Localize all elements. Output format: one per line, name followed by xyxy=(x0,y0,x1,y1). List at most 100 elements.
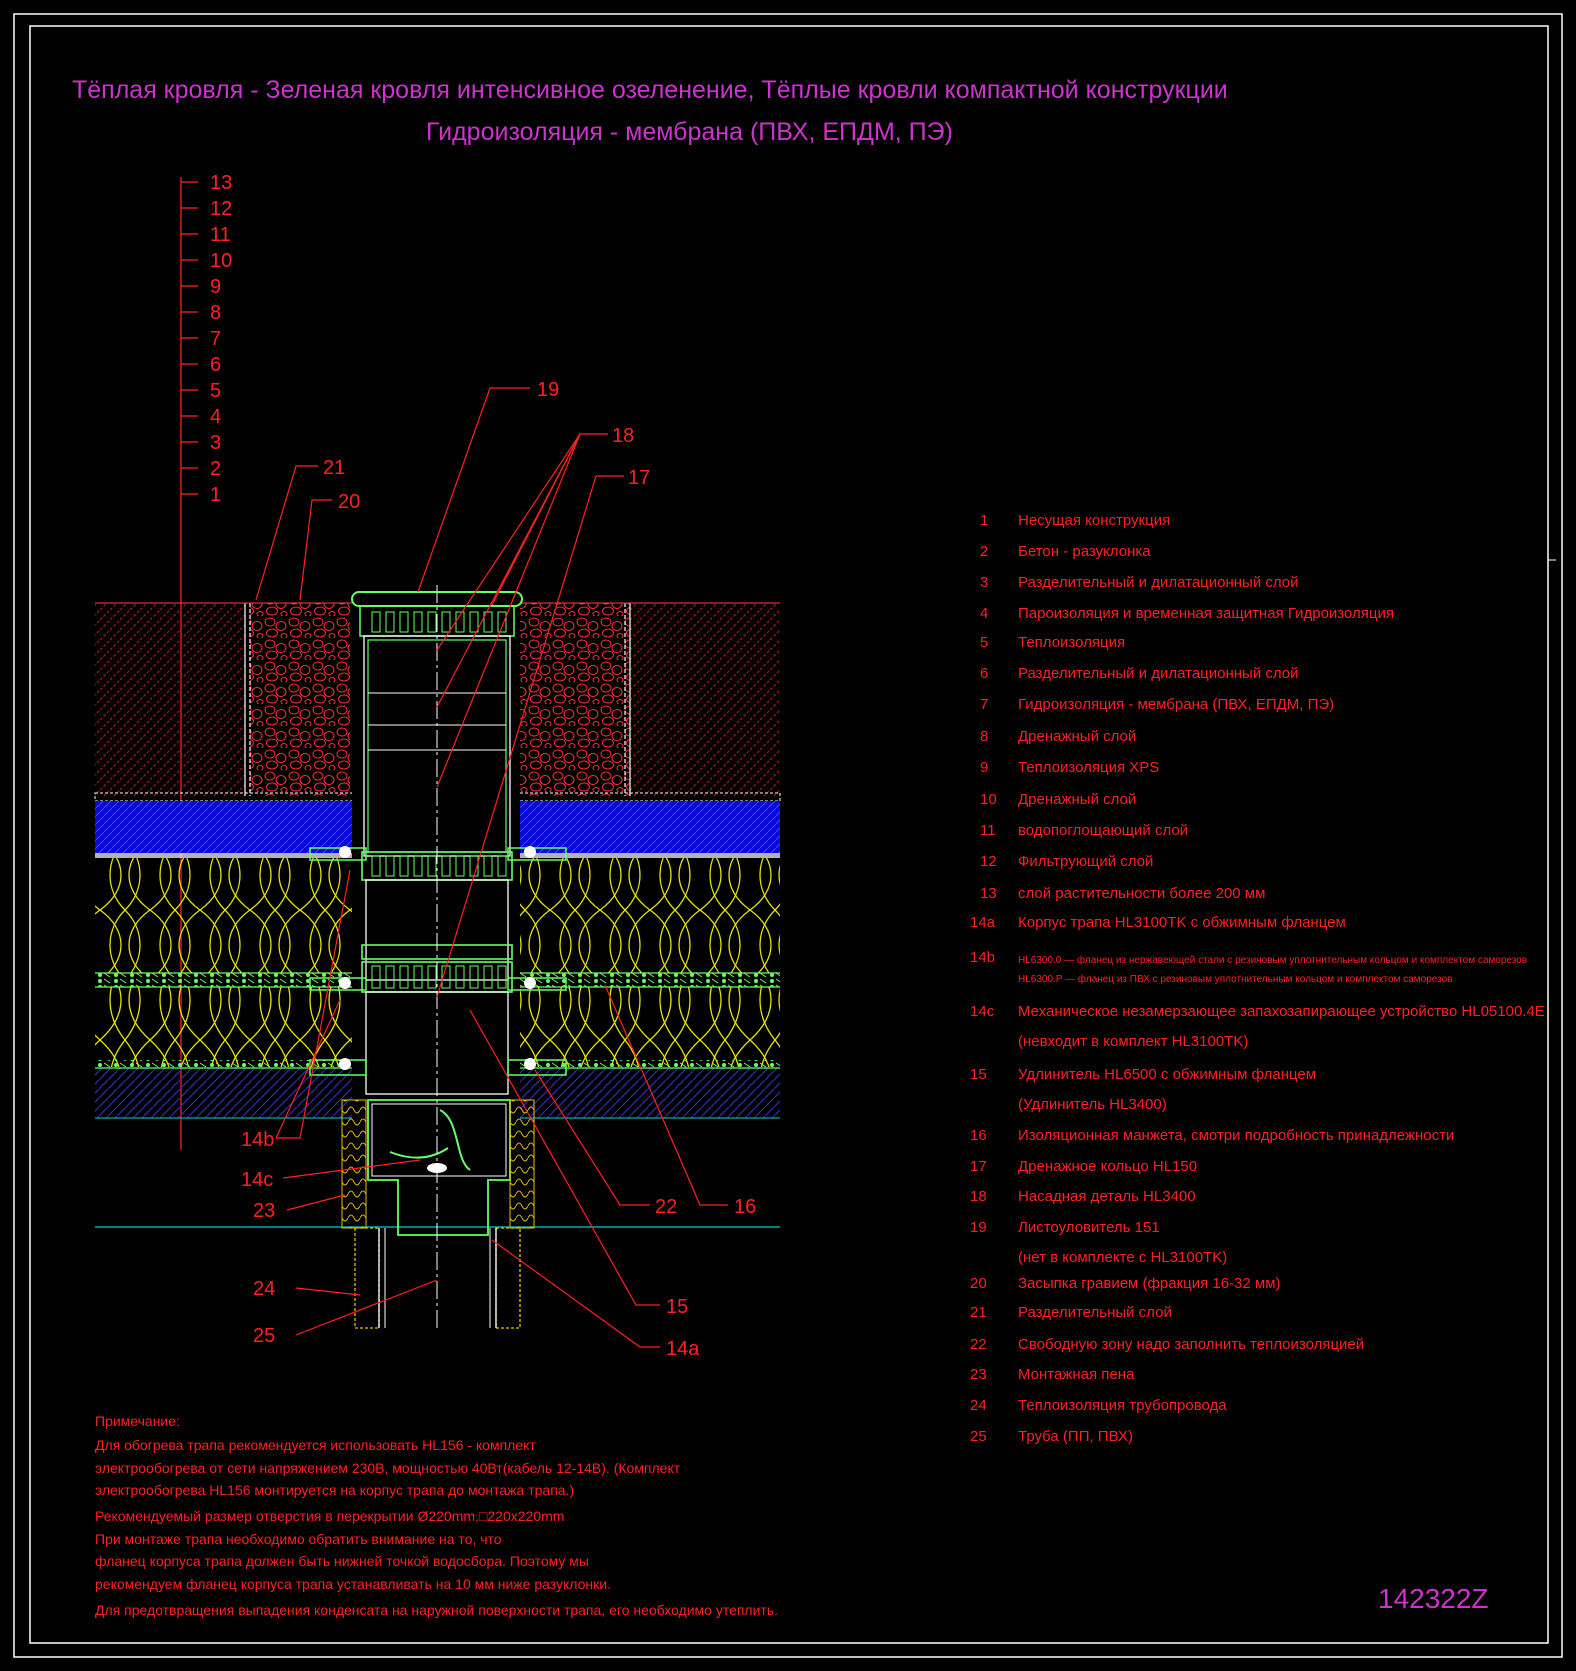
callout-14c: 14c xyxy=(241,1169,273,1191)
legend-text: слой растительности более 200 мм xyxy=(1018,885,1265,902)
notes-block: Примечание: Для обогрева трапа рекоменду… xyxy=(95,1413,778,1618)
legend-text: Листоуловитель 151 xyxy=(1018,1219,1160,1236)
note-line: При монтаже трапа необходимо обратить вн… xyxy=(95,1531,502,1547)
outer-frame xyxy=(13,13,1563,1658)
legend-text: водопоглощающий слой xyxy=(1018,822,1188,839)
grate-slot xyxy=(497,965,507,989)
grate-slot xyxy=(413,611,423,633)
legend-num: 13 xyxy=(980,885,997,902)
grate-slot xyxy=(371,855,381,877)
grate-slot xyxy=(483,611,493,633)
scale-label: 10 xyxy=(210,250,232,272)
legend-num: 8 xyxy=(980,728,988,745)
scale-label: 11 xyxy=(210,224,231,246)
legend-text: Теплоизоляция XPS xyxy=(1018,759,1159,776)
legend-num: 12 xyxy=(980,853,997,870)
legend-text: Разделительный и дилатационный слой xyxy=(1018,574,1299,591)
leader-lines xyxy=(255,387,728,1348)
scale-label: 6 xyxy=(210,354,221,376)
legend-text: Труба (ПП, ПВХ) xyxy=(1018,1428,1133,1445)
grate-slot xyxy=(399,611,409,633)
legend-num: 14c xyxy=(970,1003,995,1020)
legend-num: 18 xyxy=(970,1188,987,1205)
legend-num: 14a xyxy=(970,914,996,931)
legend-text: Свободную зону надо заполнить теплоизоля… xyxy=(1018,1336,1364,1353)
grate-slot xyxy=(385,611,395,633)
grate-slot xyxy=(455,965,465,989)
scale-label: 12 xyxy=(210,198,232,220)
scale-label: 13 xyxy=(210,172,232,194)
grate-slot xyxy=(427,855,437,877)
note-line: фланец корпуса трапа должен быть нижней … xyxy=(95,1553,589,1569)
legend-text: Насадная деталь HL3400 xyxy=(1018,1188,1196,1205)
gravel-fill-left xyxy=(250,603,350,796)
legend-num-14b: 14b xyxy=(970,949,995,966)
callout-20: 20 xyxy=(338,491,360,513)
scale-label: 1 xyxy=(210,484,221,506)
legend-text: Дренажный слой xyxy=(1018,791,1136,808)
grate-slot xyxy=(371,965,381,989)
legend-num: 3 xyxy=(980,574,988,591)
legend-num: 21 xyxy=(970,1304,987,1321)
callout-19: 19 xyxy=(537,379,559,401)
grate-slot xyxy=(413,965,423,989)
legend-num: 11 xyxy=(980,822,996,839)
note-line: Рекомендуемый размер отверстия в перекры… xyxy=(95,1508,564,1524)
insulation-sleeve-left xyxy=(341,1099,367,1229)
legend-num: 19 xyxy=(970,1219,987,1236)
legend-text-cont: (нет в комплекте с HL3100TK) xyxy=(1018,1249,1227,1266)
scale-label: 9 xyxy=(210,276,221,298)
note-line: Для обогрева трапа рекомендуется использ… xyxy=(95,1437,536,1453)
callout-16: 16 xyxy=(734,1196,756,1218)
grate-slot xyxy=(427,965,437,989)
legend-text: Засыпка гравием (фракция 16-32 мм) xyxy=(1018,1275,1281,1292)
legend-text: Фильтрующий слой xyxy=(1018,853,1153,870)
gravel-fill-right xyxy=(520,603,630,796)
legend-text: Механическое незамерзающее запахозапираю… xyxy=(1018,1003,1545,1020)
grate-slot xyxy=(427,611,437,633)
callout-25: 25 xyxy=(253,1325,275,1347)
grate-slot xyxy=(497,855,507,877)
grate-slot xyxy=(399,855,409,877)
soil-layer-left xyxy=(95,603,245,796)
scale-label: 2 xyxy=(210,458,221,480)
pipe-insulation-left xyxy=(354,1227,380,1329)
legend-text: Дренажный слой xyxy=(1018,728,1136,745)
legend-num: 15 xyxy=(970,1066,987,1083)
grate-slot xyxy=(483,965,493,989)
scale-label: 3 xyxy=(210,432,221,454)
legend-text: Теплоизоляция xyxy=(1018,634,1125,651)
grate-slot xyxy=(497,611,507,633)
callout-21: 21 xyxy=(323,457,345,479)
callouts: 19 18 17 21 20 14b 14c 23 22 16 24 25 15… xyxy=(241,379,756,1360)
drawing-title-line2: Гидроизоляция - мембрана (ПВХ, ЕПДМ, ПЭ) xyxy=(426,118,953,146)
legend-num: 22 xyxy=(970,1336,987,1353)
legend-text: Корпус трапа HL3100TK с обжимным фланцем xyxy=(1018,914,1346,931)
legend-item-14b: 14b HL6300.0 — фланец из нержавеющей ста… xyxy=(970,949,1527,985)
legend-text: Несущая конструкция xyxy=(1018,512,1170,529)
roof-drain-assembly xyxy=(309,585,567,1329)
legend-tail: 14c Механическое незамерзающее запахозапи… xyxy=(970,1003,1545,1445)
grate-slot xyxy=(413,855,423,877)
callout-22: 22 xyxy=(655,1196,677,1218)
legend-text: Разделительный слой xyxy=(1018,1304,1172,1321)
legend-num: 7 xyxy=(980,696,988,713)
legend-num: 9 xyxy=(980,759,988,776)
soil-layer-right xyxy=(630,603,780,796)
legend-text: Разделительный и дилатационный слой xyxy=(1018,665,1299,682)
note-line: Для предотвращения выпадения конденсата … xyxy=(95,1602,778,1618)
legend-num: 6 xyxy=(980,665,988,682)
drawing-code: 142322Z xyxy=(1378,1583,1489,1614)
legend-num: 17 xyxy=(970,1158,987,1175)
callout-15: 15 xyxy=(666,1296,688,1318)
legend-text: Удлинитель HL6500 с обжимным фланцем xyxy=(1018,1066,1316,1083)
callout-17: 17 xyxy=(628,467,650,489)
insulation-sleeve-right xyxy=(509,1099,535,1229)
grate-slot xyxy=(469,611,479,633)
legend-num: 25 xyxy=(970,1428,987,1445)
legend-num: 23 xyxy=(970,1366,987,1383)
note-line: электрообогрева от сети напряжением 230В… xyxy=(95,1460,681,1476)
legend-text-cont: (Удлинитель HL3400) xyxy=(1018,1096,1167,1113)
drawing-title-line1: Тёплая кровля - Зеленая кровля интенсивн… xyxy=(72,76,1228,104)
